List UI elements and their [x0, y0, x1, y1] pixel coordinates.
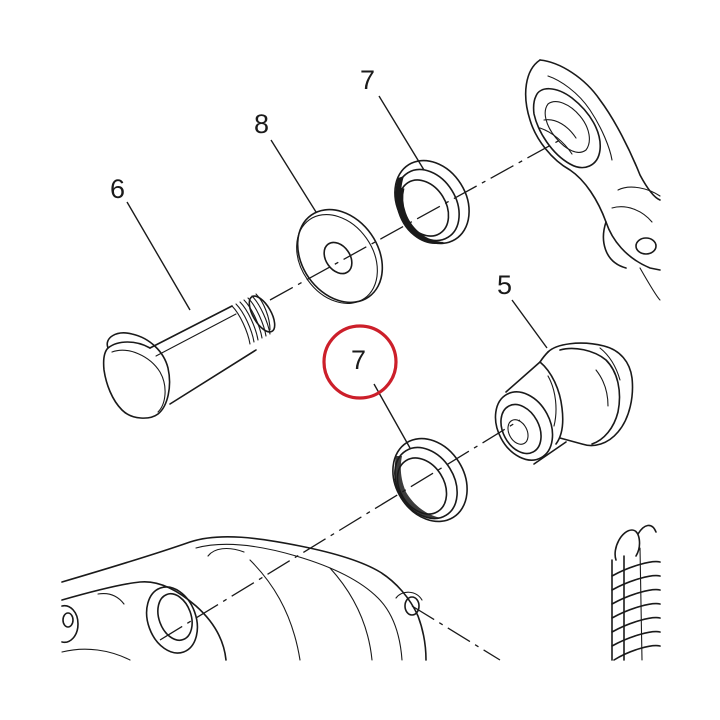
leader-pin [126, 201, 191, 311]
highlight-circle [322, 324, 398, 400]
callout-pin: 6 [110, 174, 125, 204]
link-pivot-axis [411, 605, 501, 661]
swingarm-link-part [61, 535, 427, 661]
leader-seal-top [378, 95, 425, 171]
leader-bushing [511, 299, 548, 349]
lower-assembly-axis [159, 419, 521, 641]
callout-seal-top: 7 [360, 65, 375, 95]
callout-bushing: 5 [497, 270, 512, 300]
leader-washer [270, 139, 317, 213]
coil-spring [611, 524, 661, 661]
upper-assembly-axis [269, 139, 561, 301]
hex-bushing [494, 342, 634, 465]
callout-washer: 8 [254, 109, 269, 139]
callout-seal-bottom: 7 [351, 345, 366, 375]
flat-washer [296, 208, 384, 304]
leader-seal-bottom [373, 383, 411, 449]
pivot-pin-bolt [102, 293, 276, 419]
frame-knuckle-part [524, 59, 661, 301]
callout-leaders [126, 95, 548, 449]
top-seal-ring [394, 159, 470, 245]
bottom-seal-ring [392, 437, 468, 523]
